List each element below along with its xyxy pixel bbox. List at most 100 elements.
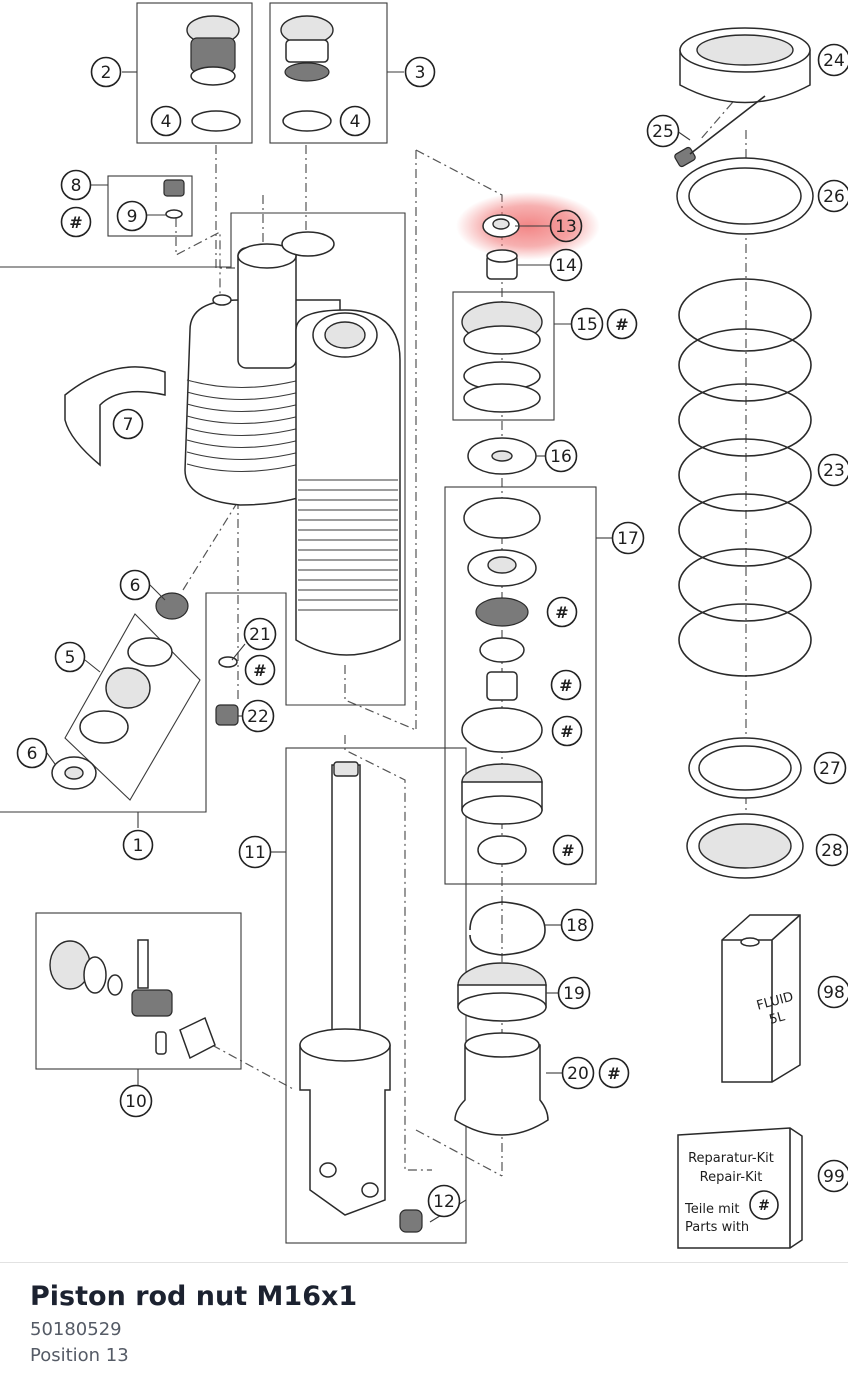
callout-label: 20 [567,1064,589,1084]
callout-label: # [560,722,573,741]
callout-5[interactable]: 5 [56,643,85,672]
repair-kit-line2: Repair-Kit [700,1170,763,1185]
callout-label: 1 [133,836,144,856]
part-10-valve [50,940,215,1058]
callout-label: 8 [71,176,82,196]
callout-repair-kit-mark[interactable]: # [608,310,637,339]
callout-label: 11 [244,843,266,863]
callout-98[interactable]: 98 [819,977,848,1008]
callout-label: 6 [130,576,141,596]
callout-18[interactable]: 18 [562,910,593,941]
callout-label: 13 [555,217,577,237]
callout-label: 14 [555,256,577,276]
callout-label: # [253,661,266,680]
callout-label: # [69,213,82,232]
callout-19[interactable]: 19 [559,978,590,1009]
callout-label: 21 [249,625,271,645]
callout-repair-kit-mark[interactable]: # [553,717,582,746]
callout-6[interactable]: 6 [121,571,150,600]
spring-assembly [674,28,813,878]
callout-20[interactable]: 20 [563,1058,594,1089]
callout-label: 3 [415,63,426,83]
callout-25[interactable]: 25 [648,116,679,147]
callout-24[interactable]: 24 [819,45,848,76]
callout-label: # [561,841,574,860]
callout-10[interactable]: 10 [121,1086,152,1117]
callout-12[interactable]: 12 [429,1186,460,1217]
repair-kit-line3: Teile mit [684,1202,739,1217]
fluid-can: FLUID 5L [722,915,800,1082]
part-name: Piston rod nut M16x1 [30,1281,357,1312]
callout-repair-kit-mark[interactable]: # [600,1059,629,1088]
callout-label: # [615,315,628,334]
callout-11[interactable]: 11 [240,837,271,868]
callout-2[interactable]: 2 [92,58,121,87]
callout-15[interactable]: 15 [572,309,603,340]
callout-label: 98 [823,983,845,1003]
callout-16[interactable]: 16 [546,441,577,472]
callout-28[interactable]: 28 [817,835,848,866]
repair-kit-line4: Parts with [685,1220,749,1235]
callout-3[interactable]: 3 [406,58,435,87]
callout-label: # [607,1064,620,1083]
exploded-parts-diagram: FLUID 5L Reparatur-Kit Repair-Kit Teile … [0,0,848,1262]
part-3-cap [281,16,333,131]
callout-label: 25 [652,122,674,142]
part-position: Position 13 [30,1345,129,1366]
callout-label: 6 [27,744,38,764]
callout-label: 19 [563,984,585,1004]
callout-label: 7 [123,415,134,435]
shock-body [185,232,400,655]
callout-repair-kit-mark[interactable]: # [554,836,583,865]
piston-rod [300,762,422,1232]
callout-label: 10 [125,1092,147,1112]
callout-26[interactable]: 26 [819,181,848,212]
callout-22[interactable]: 22 [243,701,274,732]
callout-4[interactable]: 4 [341,107,370,136]
callout-8[interactable]: 8 [62,171,91,200]
callout-14[interactable]: 14 [551,250,582,281]
callout-repair-kit-mark[interactable]: # [548,598,577,627]
callout-label: # [559,676,572,695]
callout-23[interactable]: 23 [819,455,848,486]
callout-label: 12 [433,1192,455,1212]
callout-label: 5 [65,648,76,668]
callout-21[interactable]: 21 [245,619,276,650]
repair-kit-line1: Reparatur-Kit [688,1151,774,1166]
callout-label: 23 [823,461,845,481]
callout-13[interactable]: 13 [551,211,582,242]
callout-label: 16 [550,447,572,467]
callout-label: 27 [819,759,841,779]
callout-label: 2 [101,63,112,83]
parts-21-22 [216,657,238,725]
callout-1[interactable]: 1 [124,831,153,860]
part-8-screw [164,180,184,218]
callout-7[interactable]: 7 [114,410,143,439]
callout-label: 28 [821,841,843,861]
callout-label: 4 [161,112,172,132]
callout-label: 24 [823,51,845,71]
callout-label: 18 [566,916,588,936]
callout-label: 15 [576,315,598,335]
callout-6[interactable]: 6 [18,739,47,768]
callout-label: # [555,603,568,622]
callout-repair-kit-mark[interactable]: # [62,208,91,237]
callout-label: 26 [823,187,845,207]
part-info-panel: Piston rod nut M16x1 50180529 Position 1… [0,1262,848,1391]
callout-99[interactable]: 99 [819,1161,848,1192]
part-number: 50180529 [30,1319,122,1340]
callout-label: 4 [350,112,361,132]
callout-9[interactable]: 9 [118,202,147,231]
callout-27[interactable]: 27 [815,753,846,784]
callout-label: 9 [127,207,138,227]
callout-4[interactable]: 4 [152,107,181,136]
callout-repair-kit-mark[interactable]: # [552,671,581,700]
callout-17[interactable]: 17 [613,523,644,554]
parts-5-6 [52,593,188,789]
callout-repair-kit-mark[interactable]: # [246,656,275,685]
callout-label: 17 [617,529,639,549]
callout-label: 22 [247,707,269,727]
part-2-cap [187,16,240,131]
callout-label: 99 [823,1167,845,1187]
repair-kit-symbol: # [758,1198,770,1214]
